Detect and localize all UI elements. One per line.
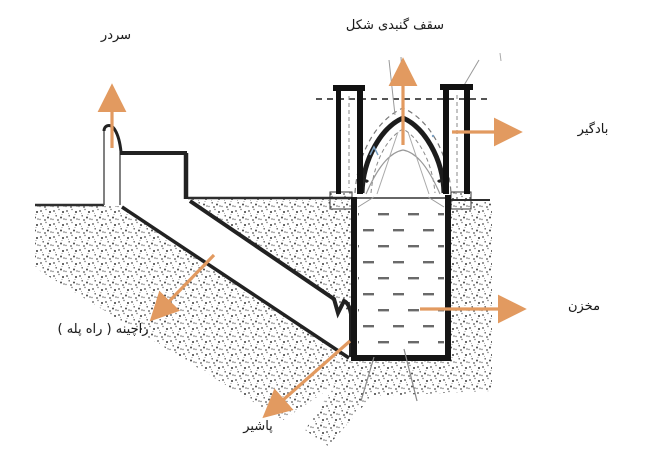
entrance-portal (102, 124, 189, 205)
sardar-label: سردر (100, 28, 132, 43)
stairway-label: راچینه ( راه پله ) (57, 322, 149, 337)
stairway-arrow (149, 253, 216, 322)
stair-corridor (121, 199, 353, 360)
dome-roof-label: سقف گنبدی شکل (345, 18, 445, 33)
annotation-arrows (97, 57, 527, 419)
badgir-label: بادگیر (577, 122, 609, 137)
reservoir-tank (351, 195, 451, 402)
pashir-label: پاشیر (243, 419, 273, 434)
makhzan-label: مخزن (567, 299, 601, 314)
ground-lines (35, 196, 490, 207)
windcatcher-structure (333, 52, 502, 195)
pashir-arrow (262, 339, 352, 419)
